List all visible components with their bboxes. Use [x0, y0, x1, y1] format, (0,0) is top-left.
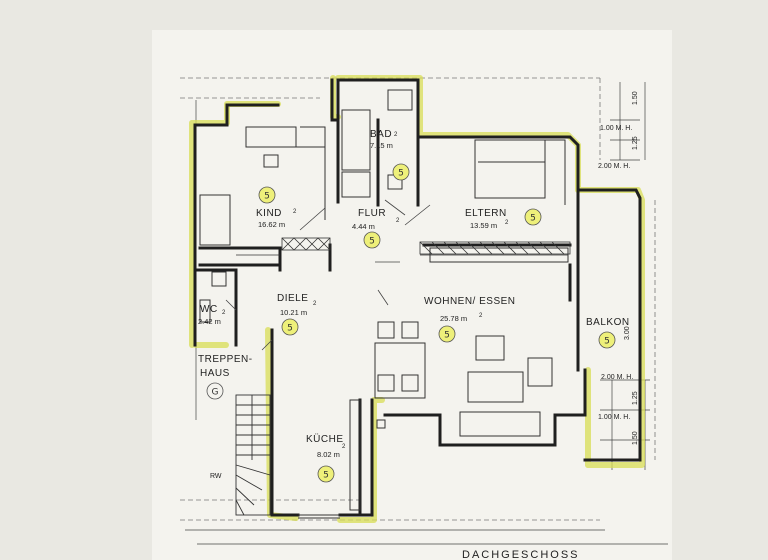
room-bad-sup: 2: [394, 132, 398, 138]
dim-top-4: 2.00 M. H.: [598, 163, 630, 170]
room-bad: BAD 2 7.15 m 5: [370, 129, 410, 181]
dim-balkon-width: 3.00: [624, 326, 631, 340]
room-balkon-badge-text: 5: [604, 337, 610, 347]
room-balkon-name: BALKON: [586, 317, 630, 328]
room-eltern-sup: 2: [505, 220, 509, 226]
kind-bed: [199, 194, 231, 246]
room-kind-name: KIND: [256, 208, 282, 219]
room-wohnen-name: WOHNEN/ ESSEN: [424, 296, 516, 307]
windows: [298, 514, 340, 519]
dimensions: 1.50 1.00 M. H. 1.25 2.00 M. H. 3.00 2.0…: [598, 91, 639, 445]
side-chair: [527, 357, 553, 387]
washbasin: [387, 89, 413, 111]
room-kind-sup: 2: [293, 209, 297, 215]
sofa: [467, 371, 524, 403]
room-eltern: ELTERN 13.59 m 2 5: [465, 208, 542, 230]
room-wc-name: WC: [200, 304, 218, 315]
dim-top-3: 1.25: [632, 136, 639, 150]
chair-2: [401, 321, 419, 339]
room-eltern-badge-text: 5: [530, 214, 536, 224]
room-flur-name: FLUR: [358, 208, 386, 219]
dim-bot-2: 1.25: [632, 391, 639, 405]
room-diele: DIELE 2 10.21 m 5: [277, 293, 317, 336]
dim-bot-1: 2.00 M. H.: [601, 374, 633, 381]
room-diele-name: DIELE: [277, 293, 308, 304]
room-kind-badge: [258, 186, 276, 204]
room-eltern-badge: [524, 208, 542, 226]
dining-table: [374, 342, 426, 399]
door-swings: [225, 199, 431, 351]
room-kueche-area: 8.02 m: [317, 450, 340, 459]
kind-desk: [245, 126, 297, 148]
room-treppenhaus-badge: [206, 382, 224, 400]
sideboard: [459, 411, 541, 437]
room-kueche-badge-text: 5: [323, 471, 329, 481]
railings: [281, 237, 571, 255]
room-flur: FLUR 4.44 m 2 5: [352, 208, 400, 249]
room-wc-sup: 2: [222, 310, 226, 316]
room-balkon: BALKON 5: [586, 317, 630, 349]
walls: [193, 78, 642, 517]
room-wohnen-badge: [438, 325, 456, 343]
kind-chair: [263, 154, 279, 168]
room-diele-badge-text: 5: [287, 324, 293, 334]
furniture: [199, 89, 569, 511]
room-wc-area: 2.42 m: [198, 317, 221, 326]
stairs: [235, 394, 271, 516]
room-eltern-area: 13.59 m: [470, 221, 497, 230]
room-bad-name: BAD: [370, 129, 392, 140]
room-kueche-name: KÜCHE: [306, 433, 344, 445]
room-flur-badge-text: 5: [369, 237, 375, 247]
room-wohnen-badge-text: 5: [444, 331, 450, 341]
dim-top-2: 1.00 M. H.: [600, 125, 632, 132]
double-bed: [474, 139, 546, 199]
chair-1: [377, 321, 395, 339]
dim-bot-3: 1.00 M. H.: [598, 414, 630, 421]
room-kueche-sup: 2: [342, 444, 346, 450]
room-wohnen-essen: WOHNEN/ ESSEN 25.78 m 2 5: [424, 296, 516, 343]
room-diele-sup: 2: [313, 301, 317, 307]
wc-basin: [199, 299, 211, 323]
room-wc: WC 2 2.42 m: [198, 304, 226, 326]
room-diele-area: 10.21 m: [280, 308, 307, 317]
chair-4: [401, 374, 419, 392]
kitchen-counter: [349, 399, 361, 511]
wc-toilet: [211, 271, 227, 287]
room-eltern-name: ELTERN: [465, 208, 507, 219]
room-bad-badge: [392, 163, 410, 181]
rw-note: RW: [210, 473, 222, 480]
room-treppenhaus-name2: HAUS: [200, 368, 230, 379]
drawing-caption: DACHGESCHOSS: [462, 549, 580, 560]
room-treppenhaus-badge-text: G: [212, 388, 219, 398]
room-treppenhaus: TREPPEN- HAUS G: [198, 354, 253, 400]
paper-sheet: [152, 30, 672, 560]
dim-bot-4: 1.50: [632, 431, 639, 445]
room-flur-sup: 2: [396, 218, 400, 224]
room-kind: 5 KIND 2 16.62 m: [256, 186, 297, 229]
dim-top-1: 1.50: [632, 91, 639, 105]
room-flur-badge: [363, 231, 381, 249]
room-kind-badge-text: 5: [264, 192, 270, 202]
room-balkon-badge: [598, 331, 616, 349]
armchair: [475, 335, 505, 361]
room-treppenhaus-name1: TREPPEN-: [198, 354, 253, 365]
room-bad-area: 7.15 m: [370, 141, 393, 150]
room-flur-area: 4.44 m: [352, 222, 375, 231]
bathtub: [341, 109, 371, 171]
room-wohnen-area: 25.78 m: [440, 314, 467, 323]
room-bad-badge-text: 5: [398, 169, 404, 179]
sink: [376, 419, 386, 429]
room-kueche: KÜCHE 2 8.02 m 5: [306, 433, 346, 483]
chair-3: [377, 374, 395, 392]
shower: [341, 171, 371, 198]
room-kind-area: 16.62 m: [258, 220, 285, 229]
room-wohnen-sup: 2: [479, 313, 483, 319]
room-kueche-badge: [317, 465, 335, 483]
room-diele-badge: [281, 318, 299, 336]
